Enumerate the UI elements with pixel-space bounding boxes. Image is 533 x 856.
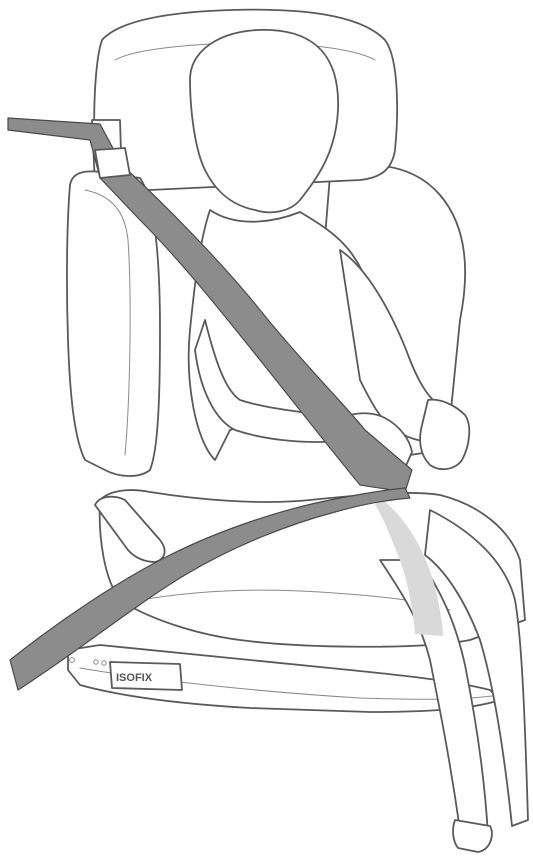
child-foot-left <box>453 820 492 852</box>
isofix-label: ISOFIX <box>116 672 153 684</box>
shoulder-belt-guide <box>95 148 130 178</box>
child-hand-right <box>420 400 469 469</box>
